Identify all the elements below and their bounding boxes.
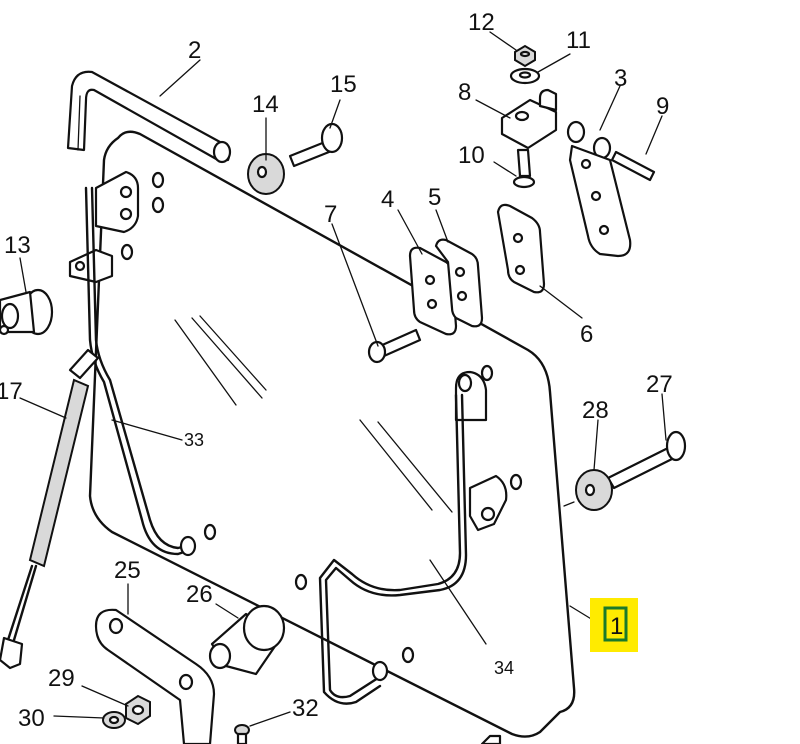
nut-12 bbox=[514, 44, 536, 68]
bolt-10 bbox=[512, 148, 536, 189]
label-17: 17 bbox=[0, 378, 23, 405]
rod-34 bbox=[318, 393, 468, 705]
leader-lines bbox=[19, 31, 667, 727]
washer-28 bbox=[575, 469, 613, 511]
label-5: 5 bbox=[428, 184, 441, 211]
washer-14 bbox=[247, 153, 285, 195]
label-25: 25 bbox=[114, 557, 141, 584]
label-28: 28 bbox=[582, 397, 609, 424]
bolt-15 bbox=[288, 122, 344, 168]
label-7: 7 bbox=[324, 201, 337, 228]
label-32: 32 bbox=[292, 695, 319, 722]
glass-panel bbox=[88, 130, 576, 738]
pad-4 bbox=[408, 246, 458, 336]
label-4: 4 bbox=[381, 186, 394, 213]
label-33: 33 bbox=[184, 430, 204, 450]
label-26: 26 bbox=[186, 581, 213, 608]
hinge-3 bbox=[566, 120, 632, 258]
latch-bracket bbox=[454, 370, 488, 422]
top-hinge-bracket bbox=[94, 170, 140, 234]
lever-25 bbox=[94, 608, 216, 744]
bolt-7 bbox=[367, 328, 422, 364]
label-6: 6 bbox=[580, 321, 593, 348]
bottom-clip bbox=[480, 734, 502, 744]
knob-26 bbox=[208, 604, 286, 676]
label-34: 34 bbox=[494, 658, 514, 678]
label-15: 15 bbox=[330, 71, 357, 98]
handle-2 bbox=[66, 70, 232, 164]
label-29: 29 bbox=[48, 665, 75, 692]
label-10: 10 bbox=[458, 142, 485, 169]
washer-11 bbox=[509, 67, 541, 85]
label-30: 30 bbox=[18, 705, 45, 732]
hinge-pin-13 bbox=[0, 288, 54, 336]
label-3: 3 bbox=[614, 65, 627, 92]
left-lug-bracket bbox=[68, 248, 114, 284]
plate-6 bbox=[496, 203, 546, 294]
lower-hinge-bracket bbox=[468, 474, 508, 532]
label-1: 1 bbox=[610, 613, 623, 640]
gas-strut bbox=[0, 348, 100, 670]
nut-29 bbox=[125, 694, 151, 726]
washer-30 bbox=[102, 711, 126, 729]
label-12: 12 bbox=[468, 9, 495, 36]
label-8: 8 bbox=[458, 79, 471, 106]
pad-5 bbox=[434, 238, 484, 328]
pin-9 bbox=[610, 150, 656, 182]
label-2: 2 bbox=[188, 37, 201, 64]
bolt-27 bbox=[606, 430, 687, 490]
rod-33 bbox=[84, 186, 197, 557]
label-13: 13 bbox=[4, 232, 31, 259]
label-9: 9 bbox=[656, 93, 669, 120]
label-14: 14 bbox=[252, 91, 279, 118]
screw-32 bbox=[234, 724, 250, 744]
callout-labels: 1 2 3 4 5 6 7 8 9 10 11 12 13 14 15 17 2… bbox=[0, 9, 673, 732]
label-11: 11 bbox=[566, 27, 591, 54]
highlight-part-1 bbox=[590, 598, 638, 652]
bracket-8 bbox=[500, 88, 558, 150]
label-27: 27 bbox=[646, 371, 673, 398]
